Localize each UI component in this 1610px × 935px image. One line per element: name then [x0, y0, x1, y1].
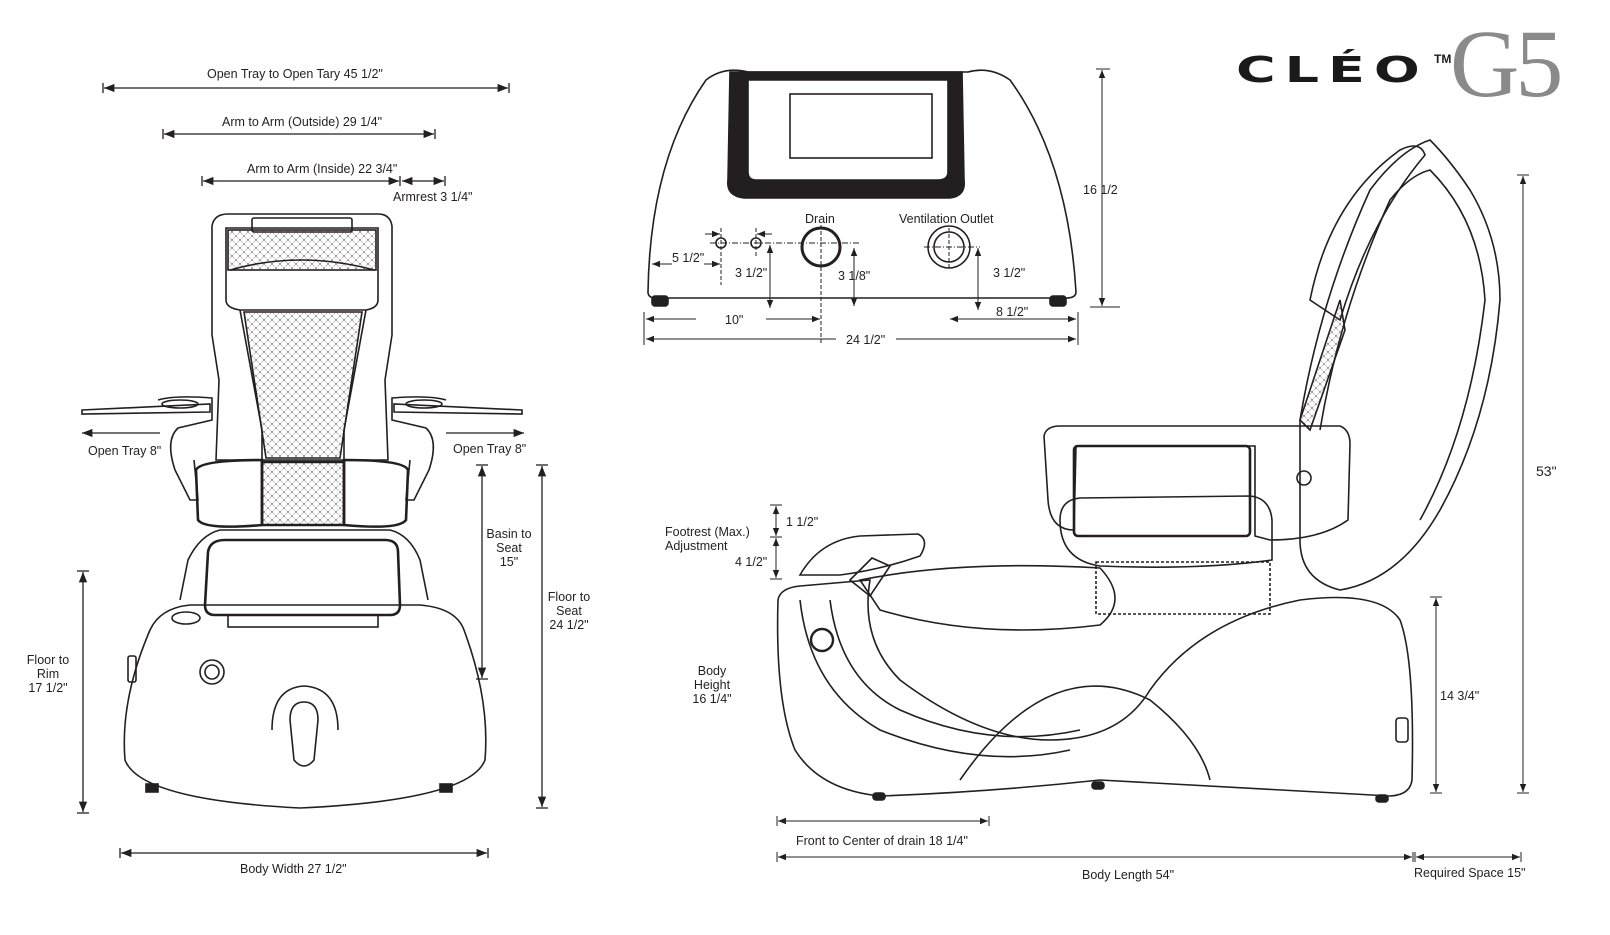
dim-open-tray-to-open-tray [102, 83, 510, 93]
label-footrest-adjustment: Footrest (Max.) Adjustment [665, 525, 750, 553]
label-floor-to-rim: Floor to Rim 17 1/2" [26, 653, 70, 695]
model-name: G5 [1450, 10, 1563, 117]
dim-floor-to-seat [536, 464, 548, 809]
label-open-tray-left: Open Tray 8" [88, 444, 162, 458]
label-8-1-2: 8 1/2" [996, 305, 1029, 319]
label-required-space: Required Space 15" [1414, 866, 1526, 880]
label-body-width: Body Width 27 1/2" [240, 862, 347, 876]
label-3-1-2-right: 3 1/2" [993, 266, 1026, 280]
back-view-dimensions [643, 68, 1120, 345]
side-view-dimensions [770, 174, 1529, 862]
dim-floor-to-rim [77, 570, 89, 814]
label-open-tray-right: Open Tray 8" [453, 442, 527, 456]
brand-name: CLÉO [1236, 50, 1429, 91]
label-3-1-2-left: 3 1/2" [735, 266, 768, 280]
label-ventilation-outlet: Ventilation Outlet [899, 212, 994, 226]
dim-body-width [119, 848, 489, 858]
label-arm-inside: Arm to Arm (Inside) 22 3/4" [247, 162, 398, 176]
label-floor-to-seat: Floor to Seat 24 1/2" [547, 590, 591, 632]
label-footrest-1-1-2: 1 1/2" [786, 515, 819, 529]
label-open-tray-to-open-tray: Open Tray to Open Tary 45 1/2" [207, 67, 383, 81]
label-unit-height: 16 1/2 [1083, 183, 1118, 197]
back-view-unit [647, 69, 1077, 307]
label-total-height: 53" [1536, 463, 1557, 479]
dim-arm-outside [162, 129, 436, 139]
label-armrest: Armrest 3 1/4" [393, 190, 473, 204]
dim-arm-inside [201, 176, 446, 186]
label-3-1-8: 3 1/8" [838, 269, 871, 283]
label-body-length: Body Length 54" [1082, 868, 1175, 882]
label-basin-to-seat: Basin to Seat 15" [486, 527, 532, 569]
label-arm-outside: Arm to Arm (Outside) 29 1/4" [222, 115, 383, 129]
label-body-height: Body Height 16 1/4" [692, 664, 732, 706]
label-14-3-4: 14 3/4" [1440, 689, 1480, 703]
side-view-chair [776, 139, 1501, 803]
trademark: TM [1434, 52, 1452, 66]
label-unit-width: 24 1/2" [846, 333, 886, 347]
label-5-1-2: 5 1/2" [672, 251, 705, 265]
label-footrest-4-1-2: 4 1/2" [735, 555, 768, 569]
label-10: 10" [725, 313, 744, 327]
dim-basin-to-seat [476, 464, 488, 680]
front-view-chair [81, 213, 523, 809]
label-front-to-drain: Front to Center of drain 18 1/4" [796, 834, 968, 848]
label-drain: Drain [805, 212, 835, 226]
